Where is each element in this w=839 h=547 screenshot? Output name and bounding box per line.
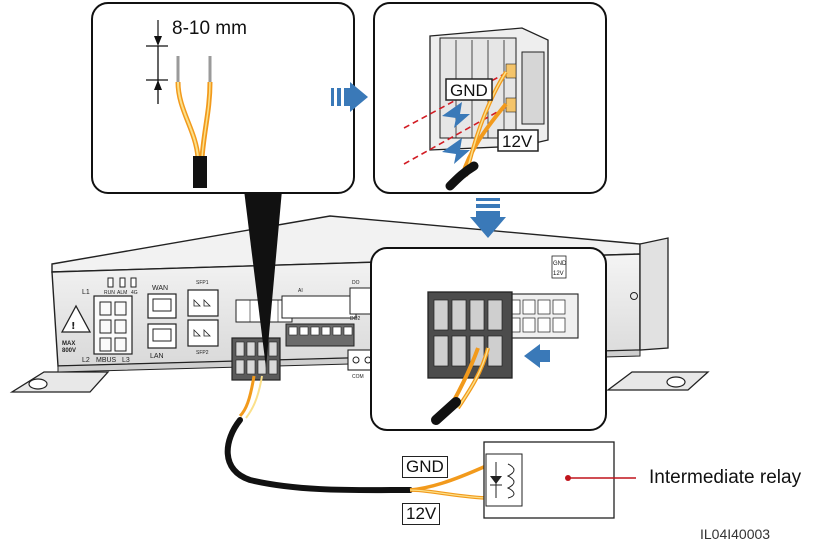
ai-terminal-block [285, 323, 355, 347]
wire-12v-label: 12V [402, 503, 441, 525]
alm-led-label: ALM [117, 290, 127, 296]
callout-pointer [244, 190, 282, 368]
wan-label: WAN [152, 285, 168, 292]
mbus-label: MBUS [96, 357, 117, 364]
run-led-label: RUN [104, 290, 115, 296]
panel-insert-wires: GND 12V [373, 2, 607, 194]
sfp1-label: SFP1 [196, 280, 209, 286]
cable-to-relay [224, 375, 487, 500]
panel-gnd-label: GND [450, 81, 488, 100]
sfp1-port[interactable] [187, 289, 219, 317]
socket-12v-label: 12V [553, 271, 564, 277]
intermediate-relay [483, 441, 636, 519]
panel-plug-connector: GND 12V [370, 247, 607, 431]
sfp2-label: SFP2 [196, 350, 209, 356]
sfp2-port[interactable] [187, 319, 219, 347]
lan-port[interactable] [147, 323, 177, 349]
l2-label: L2 [82, 357, 90, 364]
max-voltage-label: 800V [62, 348, 76, 354]
panel-12v-label: 12V [502, 132, 533, 151]
svg-text:!: ! [71, 321, 76, 332]
4g-led-label: 4G [131, 290, 138, 296]
max-label: MAX [62, 341, 75, 347]
wire-gnd-label: GND [402, 456, 448, 478]
strip-length-label: 8-10 mm [172, 18, 247, 39]
l3-label: L3 [122, 357, 130, 364]
relay-label: Intermediate relay [649, 467, 802, 488]
socket-gnd-label: GND [553, 261, 567, 267]
com-label: COM [352, 374, 364, 380]
do2-label: DO2 [350, 316, 361, 322]
figure-id: IL04I40003 [700, 526, 771, 542]
lan-label: LAN [150, 353, 164, 360]
ai-label: AI [298, 288, 303, 294]
arrow-down-icon [470, 198, 506, 238]
arrow-right-icon [331, 82, 368, 112]
panel-wire-stripping: 8-10 mm [91, 2, 355, 194]
wan-port[interactable] [147, 293, 177, 319]
do-label: DO [352, 280, 360, 286]
plugged-connector [231, 337, 281, 381]
l1-label: L1 [82, 289, 90, 296]
